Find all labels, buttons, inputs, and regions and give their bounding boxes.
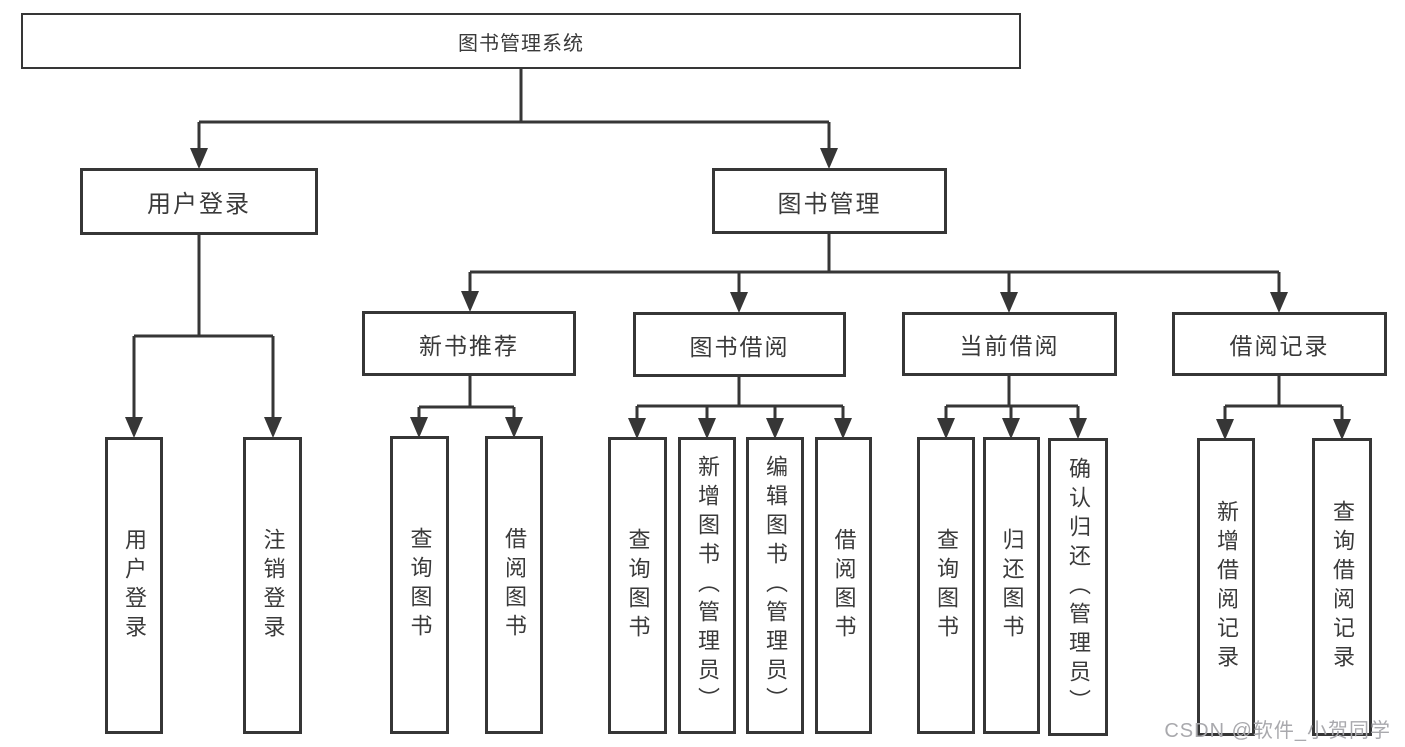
node-new-book-recommend: 新书推荐 — [362, 311, 576, 376]
node-system-root-label: 图书管理系统 — [458, 32, 584, 55]
node-br-add-record-label: 新增借阅记录 — [1214, 500, 1239, 674]
node-logout-label: 注销登录 — [260, 527, 286, 644]
node-br-query-record-label: 查询借阅记录 — [1330, 500, 1355, 674]
node-borrowing-records-label: 借阅记录 — [1229, 333, 1330, 359]
csdn-watermark: CSDN @软件_小贺同学 — [1164, 720, 1391, 742]
node-book-management-label: 图书管理 — [777, 190, 882, 218]
node-user-login: 用户登录 — [105, 437, 163, 734]
node-bb-query-books: 查询图书 — [608, 437, 667, 734]
node-book-management: 图书管理 — [712, 168, 947, 234]
node-rec-query-books-label: 查询图书 — [407, 527, 433, 643]
connector-wires — [132, 69, 1344, 421]
node-system-root: 图书管理系统 — [21, 13, 1021, 69]
node-br-add-record: 新增借阅记录 — [1197, 438, 1255, 736]
node-cb-confirm-return: 确认归还（管理员） — [1048, 438, 1108, 736]
node-user-login-label: 用户登录 — [122, 527, 147, 644]
node-bb-query-books-label: 查询图书 — [625, 527, 651, 644]
node-book-borrowing: 图书借阅 — [633, 312, 846, 377]
node-cb-confirm-return-label: 确认归还（管理员） — [1066, 456, 1091, 718]
node-current-borrowing-label: 当前借阅 — [959, 333, 1060, 359]
node-cb-return-books-label: 归还图书 — [999, 527, 1025, 644]
node-new-book-recommend-label: 新书推荐 — [419, 332, 519, 359]
node-logout: 注销登录 — [243, 437, 302, 734]
node-bb-add-books-label: 新增图书（管理员） — [695, 455, 720, 716]
node-borrowing-records: 借阅记录 — [1172, 312, 1387, 376]
node-user-login-group-label: 用户登录 — [147, 191, 251, 218]
node-bb-add-books: 新增图书（管理员） — [678, 437, 736, 734]
connector-arrowheads — [125, 148, 1351, 440]
node-current-borrowing: 当前借阅 — [902, 312, 1117, 376]
node-br-query-record: 查询借阅记录 — [1312, 438, 1372, 736]
node-user-login-group: 用户登录 — [80, 168, 318, 235]
node-bb-borrow-books: 借阅图书 — [815, 437, 872, 734]
node-bb-edit-books-label: 编辑图书（管理员） — [763, 455, 788, 716]
node-cb-return-books: 归还图书 — [983, 437, 1040, 734]
node-book-borrowing-label: 图书借阅 — [689, 333, 790, 360]
node-bb-borrow-books-label: 借阅图书 — [831, 527, 857, 644]
node-rec-borrow-books-label: 借阅图书 — [502, 527, 527, 643]
node-cb-query-books: 查询图书 — [917, 437, 975, 734]
node-bb-edit-books: 编辑图书（管理员） — [746, 437, 804, 734]
node-rec-borrow-books: 借阅图书 — [485, 436, 543, 734]
node-cb-query-books-label: 查询图书 — [934, 527, 959, 644]
node-rec-query-books: 查询图书 — [390, 436, 449, 734]
